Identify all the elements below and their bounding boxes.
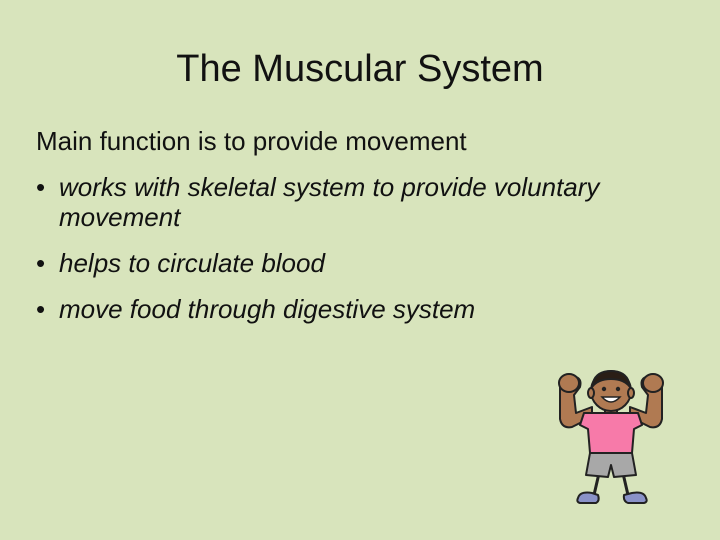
slide-body: Main function is to provide movement • w… (36, 126, 696, 340)
flexing-boy-icon (548, 365, 674, 515)
bullet-text: works with skeletal system to provide vo… (59, 172, 600, 232)
bullet-dot: • (36, 294, 46, 324)
bullet-item: • works with skeletal system to provide … (36, 172, 696, 232)
bullet-item: • move food through digestive system (36, 294, 696, 324)
bullet-item: • helps to circulate blood (36, 248, 696, 278)
bullet-dot: • (36, 172, 46, 202)
slide-title: The Muscular System (176, 48, 544, 90)
bullet-list: • works with skeletal system to provide … (36, 172, 696, 324)
bullet-dot: • (36, 248, 46, 278)
bullet-text: helps to circulate blood (59, 248, 325, 278)
bullet-text: move food through digestive system (59, 294, 476, 324)
lead-text: Main function is to provide movement (36, 126, 467, 156)
